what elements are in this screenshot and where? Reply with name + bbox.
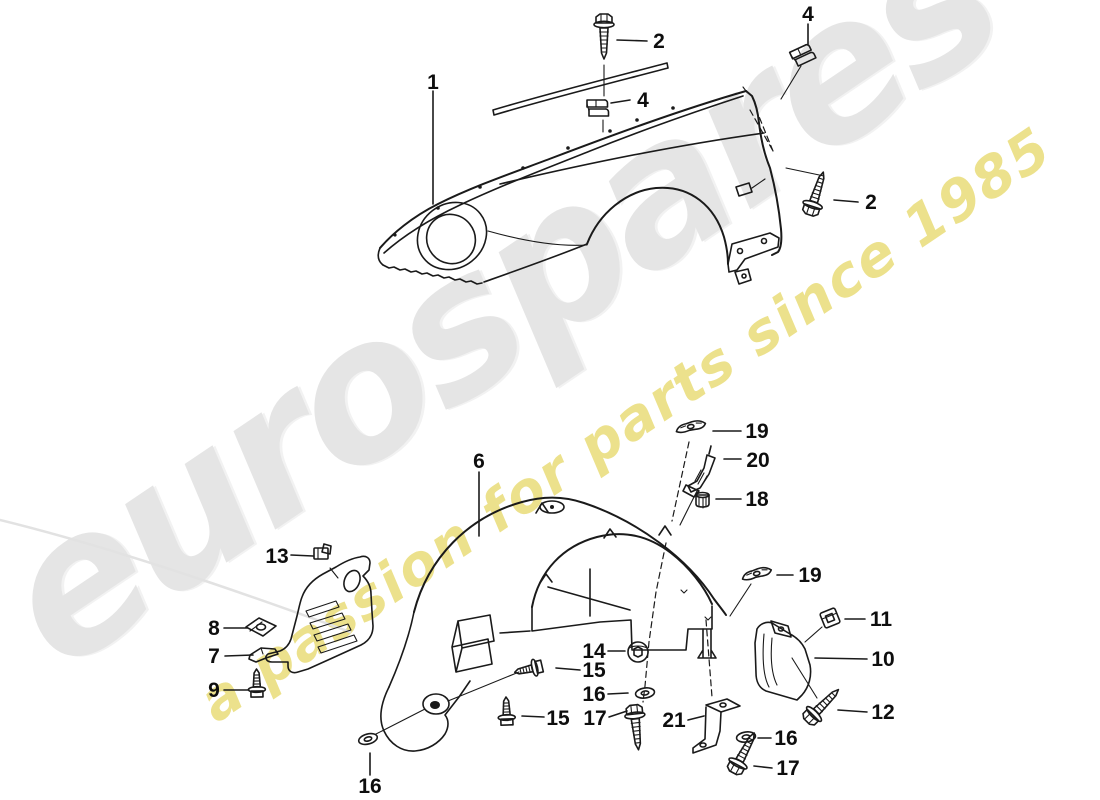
- callout-4b: 4: [802, 3, 814, 26]
- screw-15-center-left: [512, 656, 545, 682]
- callout-7: 7: [208, 645, 220, 668]
- louver-panel: [265, 555, 374, 674]
- washer-16-line: [375, 708, 426, 735]
- callout-15b: 15: [546, 707, 570, 730]
- callout-20: 20: [746, 449, 769, 472]
- leader-lines: [223, 23, 868, 776]
- sheet-clip-4-top: [586, 99, 610, 117]
- callout-4a: 4: [637, 89, 649, 112]
- wing-clip-19-line: [729, 583, 752, 617]
- sheet-clip-4-rear: [788, 42, 817, 68]
- washer-16-lower-left: [356, 730, 380, 748]
- angle-bracket-21: [692, 698, 741, 754]
- callout-10: 10: [871, 648, 894, 671]
- callout-labels: 1 2 4 4 2 6 19 20 18 13 8 7 9 16 14 15 1…: [208, 3, 895, 798]
- wing-clip-19-lower: [740, 565, 774, 582]
- callout-8: 8: [208, 617, 220, 640]
- washer-16-center: [634, 685, 656, 701]
- nut-18: [695, 491, 710, 509]
- callout-2b: 2: [865, 191, 877, 214]
- grommet-nut-14: [627, 641, 649, 663]
- callout-16a: 16: [358, 775, 381, 798]
- callout-13: 13: [265, 545, 288, 568]
- support-bracket-20: [682, 445, 716, 498]
- screw-15-axis-line: [447, 671, 520, 702]
- screw-9: [247, 668, 267, 698]
- fender-lower-bracket: [727, 232, 780, 285]
- callout-16b: 16: [582, 683, 605, 706]
- callout-17b: 17: [776, 757, 799, 780]
- clip-11: [819, 607, 841, 629]
- callout-1: 1: [427, 71, 439, 94]
- liner-box-pocket: [451, 614, 495, 673]
- clip-4-rear-line: [780, 65, 802, 100]
- wing-clip-19-upper: [674, 418, 708, 435]
- front-fender: [377, 86, 783, 285]
- callout-12: 12: [871, 701, 894, 724]
- callout-18: 18: [745, 488, 769, 511]
- wheel-housing-liner: [380, 496, 727, 752]
- stone-guard-10: [754, 620, 812, 701]
- headlight-opening: [416, 201, 488, 271]
- bracket-7: [248, 647, 279, 663]
- screw-2-rear: [799, 168, 834, 219]
- callout-19b: 19: [798, 564, 821, 587]
- watermark-swoosh: [0, 518, 352, 634]
- callout-16c: 16: [774, 727, 797, 750]
- clip-11-line: [804, 626, 823, 643]
- screw-2-top: [593, 13, 615, 60]
- clip-13: [313, 543, 332, 560]
- trim-strip: [492, 62, 669, 116]
- screw-2-rear-line: [785, 167, 825, 177]
- liner-lower-pocket: [380, 680, 471, 752]
- callout-14: 14: [582, 640, 606, 663]
- screw-15-bottom-left: [496, 695, 517, 727]
- hidden-edge-dashes: [749, 109, 774, 152]
- callout-19a: 19: [745, 420, 768, 443]
- screw-12-line: [791, 657, 818, 699]
- callout-11: 11: [870, 608, 893, 631]
- side-marker-hole: [735, 178, 766, 197]
- callout-21: 21: [662, 709, 686, 732]
- callout-6: 6: [473, 450, 485, 473]
- callout-17a: 17: [583, 707, 606, 730]
- callout-2a: 2: [653, 30, 665, 53]
- clip-13-line: [329, 567, 339, 579]
- callout-9: 9: [208, 679, 220, 702]
- assembly-axis-dashes: [642, 441, 713, 703]
- callout-15a: 15: [582, 659, 606, 682]
- clip-nut-8: [245, 617, 277, 637]
